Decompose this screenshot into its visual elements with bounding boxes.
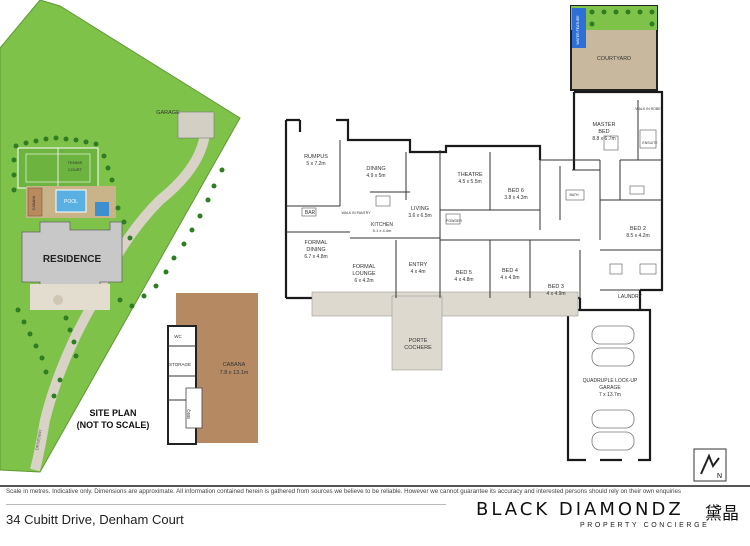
pool-label: POOL: [64, 199, 78, 205]
garage-label-1: QUADRUPLE LOCK-UP: [583, 378, 638, 384]
formal-dining-dims: 6.7 x 4.8m: [304, 254, 327, 260]
bar-label: BAR: [305, 210, 316, 216]
water-feature: [572, 8, 586, 48]
terrace: [311, 291, 579, 317]
bed5-label: BED 5: [456, 270, 472, 276]
entry-label: ENTRY: [409, 262, 428, 268]
powder-label: POWDER: [446, 219, 462, 223]
tennis-label-1: TENNIS: [68, 160, 83, 165]
living-dims: 3.6 x 6.5m: [408, 213, 431, 219]
site-plan: GARAGE TENNIS COURT POOL CABANA RESIDENC…: [0, 0, 241, 473]
kitchen-dims: 5.1 x 4.4m: [373, 228, 392, 233]
address-divider: [6, 504, 446, 505]
residence-label: RESIDENCE: [43, 254, 102, 265]
bed3-label: BED 3: [548, 284, 564, 290]
cabana-plan: WC STORAGE BBQ CABANA 7.8 x 13.1m: [167, 293, 258, 445]
theatre-dims: 4.5 x 5.5m: [458, 179, 481, 185]
garage-building: [177, 111, 215, 139]
living-label: LIVING: [411, 206, 429, 212]
brand-logo-text: BLACK DIAMONDZ: [476, 499, 684, 520]
garage-cars: [591, 325, 635, 451]
dining-label: DINING: [366, 166, 385, 172]
bed4-label: BED 4: [502, 268, 518, 274]
garage-label-2: GARAGE: [599, 385, 621, 391]
room-labels: MASTER BED 8.8 x 6.7m WALK IN ROBE ENSUI…: [304, 107, 661, 398]
master-bed-dims: 8.8 x 6.7m: [592, 136, 615, 142]
brand-tagline: PROPERTY CONCIERGE: [580, 522, 710, 529]
cabana-name: CABANA: [223, 362, 246, 368]
cochere-label: COCHERE: [404, 345, 432, 351]
laundry-label: LAUNDRY: [618, 294, 642, 300]
tennis-label-2: COURT: [68, 167, 83, 172]
footer-rule: [0, 485, 750, 487]
bed4-dims: 4 x 4.9m: [500, 275, 519, 281]
walk-in-pantry-label: WALK IN PANTRY: [341, 211, 371, 215]
rumpus-dims: 5 x 7.2m: [306, 161, 325, 167]
bed6-dims: 3.8 x 4.3m: [504, 195, 527, 201]
pool: [55, 189, 87, 213]
bed2-label: BED 2: [630, 226, 646, 232]
bed2-dims: 8.5 x 4.2m: [626, 233, 649, 239]
interior-walls: [286, 100, 662, 298]
cabana-storage-label: STORAGE: [169, 362, 191, 367]
dining-dims: 4.9 x 5m: [366, 173, 385, 179]
cabana-bbq-label: BBQ: [186, 409, 191, 419]
master-ensuite-label: ENSUITE: [642, 141, 658, 145]
formal-dining-label-1: FORMAL: [305, 240, 328, 246]
bath-label: BATH: [569, 193, 579, 197]
cabana-small: [27, 187, 43, 217]
courtyard: WATER FEATURE COURTYARD: [570, 5, 658, 91]
site-plan-subtitle: (NOT TO SCALE): [77, 420, 150, 430]
master-bed-label-1: MASTER: [593, 122, 616, 128]
cabana-site-label: CABANA: [32, 195, 36, 210]
driveway-label: DRIVEWAY: [34, 429, 43, 451]
porte-label: PORTE: [409, 338, 428, 344]
north-compass-icon: N: [693, 448, 727, 482]
theatre-label: THEATRE: [457, 172, 483, 178]
brand-logo-chinese: 黛晶: [705, 504, 739, 524]
formal-dining-label-2: DINING: [306, 247, 325, 253]
bed5-dims: 4 x 4.8m: [454, 277, 473, 283]
porte-cochere: [391, 295, 443, 371]
cabana-wc-label: WC: [174, 334, 182, 339]
disclaimer-text: Scale in metres. Indicative only. Dimens…: [6, 488, 682, 495]
garage-site-label: GARAGE: [156, 110, 180, 116]
formal-lounge-label-1: FORMAL: [353, 264, 376, 270]
master-bed-label-2: BED: [598, 129, 609, 135]
compass-letter: N: [717, 473, 722, 480]
formal-lounge-label-2: LOUNGE: [352, 271, 376, 277]
master-wir-label: WALK IN ROBE: [635, 107, 661, 111]
kitchen-label: KITCHEN: [371, 222, 393, 228]
water-feature-label: WATER FEATURE: [576, 15, 580, 45]
courtyard-label: COURTYARD: [597, 56, 631, 62]
site-plan-title: SITE PLAN: [89, 408, 136, 418]
garage-dims: 7 x 13.7m: [599, 392, 621, 398]
rumpus-label: RUMPUS: [304, 154, 328, 160]
formal-lounge-dims: 6 x 4.2m: [354, 278, 373, 284]
property-address: 34 Cubitt Drive, Denham Court: [6, 512, 184, 527]
bed6-label: BED 6: [508, 188, 524, 194]
fixtures: [301, 129, 657, 275]
entry-dims: 4 x 4m: [410, 269, 425, 275]
bed3-dims: 4 x 4.9m: [546, 291, 565, 297]
cabana-dims: 7.8 x 13.1m: [220, 370, 249, 376]
